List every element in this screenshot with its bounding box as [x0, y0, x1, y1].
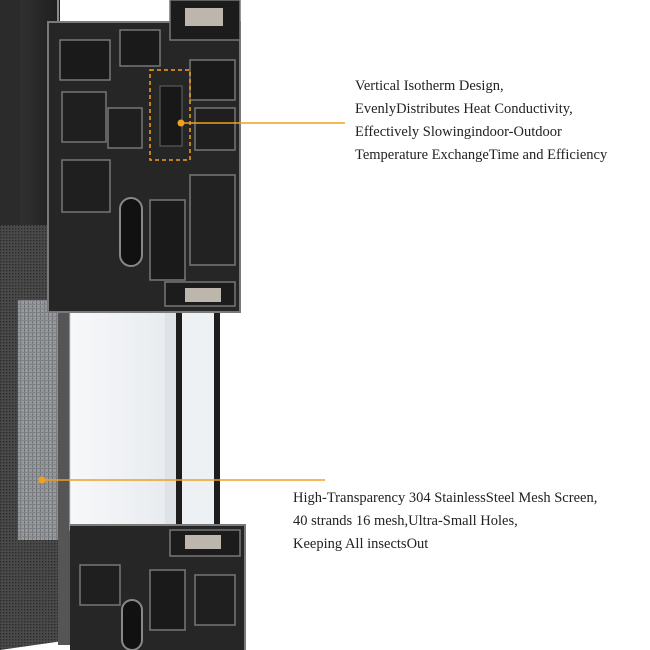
- callout-2-line-3: Keeping All insectsOut: [293, 536, 429, 552]
- callout-2-line-1: High-Transparency 304 StainlessSteel Mes…: [293, 490, 598, 506]
- callout-leaders: [38, 122, 345, 484]
- callout-1-line-3: Effectively Slowingindoor-Outdoor: [355, 124, 562, 140]
- isotherm-design-callout: Vertical Isotherm Design, EvenlyDistribu…: [355, 75, 607, 167]
- callout-1-line-1: Vertical Isotherm Design,: [355, 78, 504, 94]
- callout-1-line-4: Temperature ExchangeTime and Efficiency: [355, 147, 608, 163]
- lower-frame-profile: [70, 524, 246, 650]
- mesh-screen-callout: High-Transparency 304 StainlessSteel Mes…: [293, 487, 597, 556]
- glazing-bars: [176, 295, 220, 545]
- upper-left-panel: [0, 0, 60, 262]
- callout-1-line-2: EvenlyDistributes Heat Conductivity,: [355, 101, 573, 117]
- mesh-screen: [0, 225, 72, 650]
- glass-pane: [69, 300, 181, 540]
- callout-2-line-2: 40 strands 16 mesh,Ultra-Small Holes,: [293, 513, 518, 529]
- upper-frame-profile: [47, 0, 241, 313]
